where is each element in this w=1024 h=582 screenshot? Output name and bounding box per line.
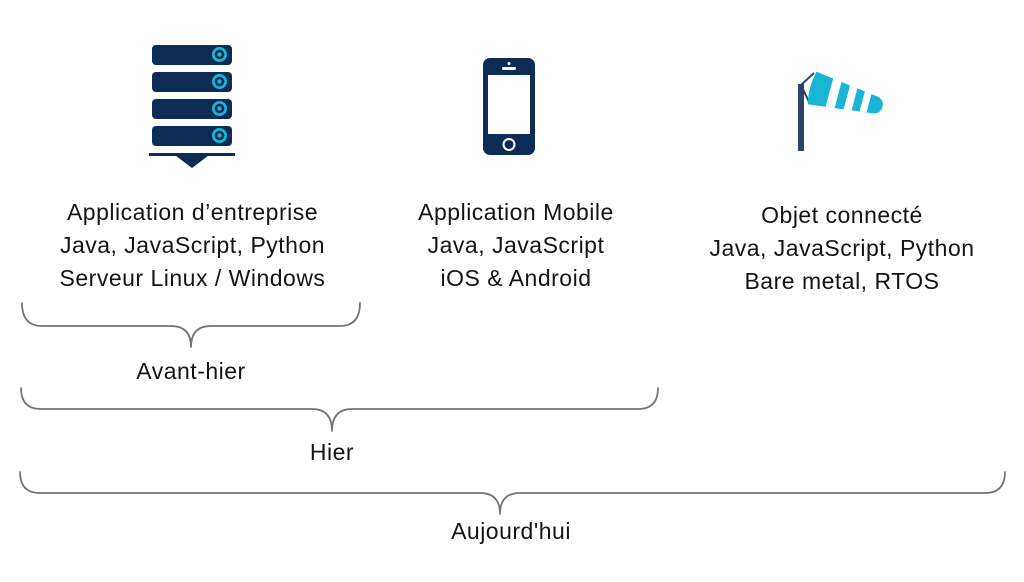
caption-line: Bare metal, RTOS	[744, 268, 940, 294]
server-led-icon	[212, 101, 227, 116]
iot-caption: Objet connecté Java, JavaScript, Python …	[667, 199, 1017, 298]
server-unit	[152, 45, 232, 65]
server-unit	[152, 72, 232, 92]
caption-line: Java, JavaScript, Python	[59, 232, 326, 258]
phone-home-button-icon	[502, 138, 516, 151]
server-arrow-down-icon	[176, 156, 208, 168]
brace-avant-hier	[21, 302, 361, 348]
caption-line: Java, JavaScript	[427, 232, 605, 258]
era-label-hier: Hier	[309, 439, 355, 465]
server-unit	[152, 126, 232, 146]
era-label-aujourdhui: Aujourd'hui	[451, 518, 571, 544]
smartphone-icon	[483, 58, 535, 155]
server-stack-icon	[149, 45, 235, 168]
era-label-avant-hier: Avant-hier	[136, 358, 246, 384]
caption-line: Application Mobile	[418, 199, 614, 225]
brace-hier	[20, 387, 659, 432]
phone-camera-dot-icon	[507, 62, 511, 65]
caption-line: Java, JavaScript, Python	[709, 235, 975, 261]
server-led-icon	[212, 47, 227, 62]
mobile-caption: Application Mobile Java, JavaScript iOS …	[385, 196, 647, 295]
server-base-line	[149, 153, 235, 156]
phone-screen	[488, 75, 530, 134]
caption-line: Application d’entreprise	[66, 199, 319, 225]
caption-line: iOS & Android	[440, 265, 592, 291]
server-led-icon	[212, 74, 227, 89]
server-unit	[152, 99, 232, 119]
caption-line: Objet connecté	[761, 202, 923, 228]
windsock-icon	[798, 71, 883, 151]
caption-line: Serveur Linux / Windows	[59, 265, 326, 291]
server-led-icon	[212, 128, 227, 143]
phone-speaker-icon	[502, 67, 516, 70]
enterprise-caption: Application d’entreprise Java, JavaScrip…	[15, 196, 370, 295]
brace-aujourdhui	[19, 471, 1006, 515]
